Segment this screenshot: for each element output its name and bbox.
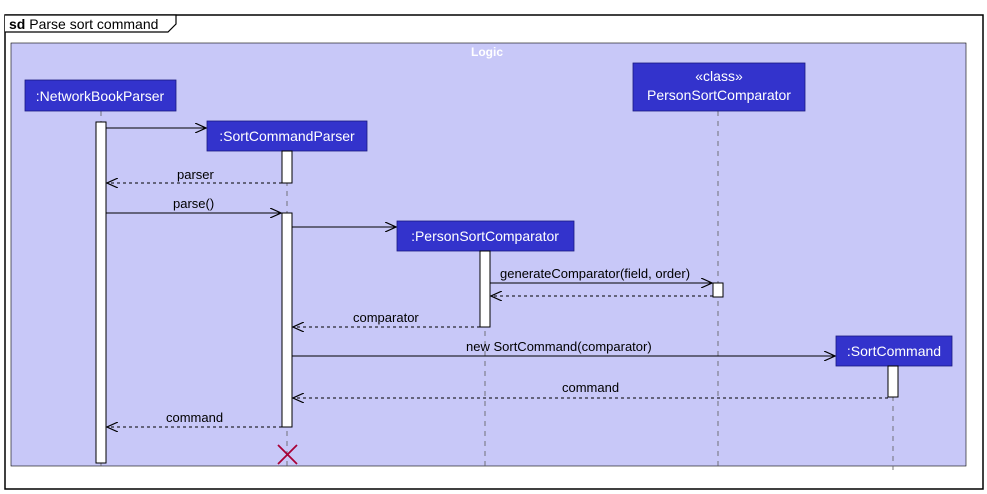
label-parser-return: parser	[177, 167, 215, 182]
label-command-return-2: command	[166, 410, 223, 425]
messages	[106, 128, 888, 427]
activation-sort-command	[887, 365, 899, 398]
frame-title: sd Parse sort command	[9, 16, 158, 32]
frame-title-tab	[5, 14, 177, 33]
activation-bars	[95, 121, 899, 464]
label-parse-call: parse()	[173, 196, 214, 211]
label-generate-comparator: generateComparator(field, order)	[500, 266, 690, 281]
svg-text::SortCommandParser: :SortCommandParser	[219, 128, 355, 144]
label-new-sort-command: new SortCommand(comparator)	[466, 339, 652, 354]
participant-person-sort-comparator-class[interactable]: «class» PersonSortComparator	[632, 62, 806, 112]
activation-person-sort-comparator	[479, 250, 491, 328]
label-command-return-1: command	[562, 380, 619, 395]
svg-text::SortCommand: :SortCommand	[847, 343, 941, 359]
participant-person-sort-comparator-instance[interactable]: :PersonSortComparator	[396, 220, 575, 252]
label-comparator-return: comparator	[353, 310, 419, 325]
activation-sort-command-parser-parse	[281, 212, 293, 428]
logic-box-title: Logic	[471, 45, 503, 59]
activation-sort-command-parser-create	[281, 150, 293, 184]
participant-sort-command[interactable]: :SortCommand	[835, 335, 953, 367]
lifelines	[100, 111, 894, 470]
participant-sort-command-parser[interactable]: :SortCommandParser	[206, 120, 368, 152]
activation-person-sort-comparator-class	[712, 282, 724, 298]
svg-text:PersonSortComparator: PersonSortComparator	[647, 87, 791, 103]
activation-network-book-parser	[95, 121, 107, 464]
participant-network-book-parser[interactable]: :NetworkBookParser	[24, 79, 177, 112]
svg-text:«class»: «class»	[695, 68, 743, 84]
svg-text::NetworkBookParser: :NetworkBookParser	[36, 88, 165, 104]
svg-text::PersonSortComparator: :PersonSortComparator	[411, 228, 559, 244]
destroy-mark-sort-command-parser	[277, 444, 298, 465]
